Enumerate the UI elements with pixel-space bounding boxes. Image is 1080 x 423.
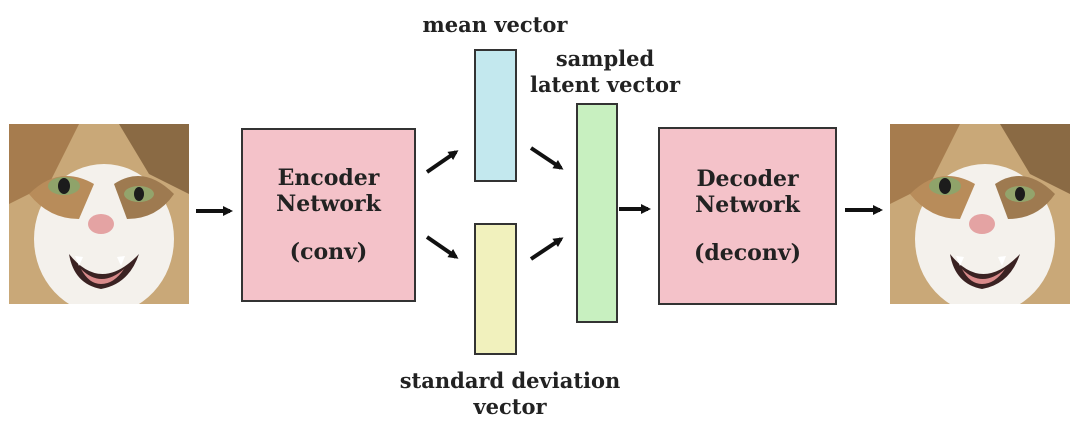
decoder-subtitle: (deconv) (693, 240, 802, 266)
cat-face-icon (9, 124, 189, 304)
latent-vector-box (576, 103, 618, 323)
latent-vector-label-line1: sampled (555, 46, 655, 71)
latent-vector-label-line2: latent vector (529, 72, 681, 97)
mean-vector-box (474, 49, 517, 182)
arrow-mean-to-latent (529, 146, 564, 170)
stddev-vector-label-line2: vector (473, 394, 547, 419)
cat-face-icon (890, 124, 1070, 304)
mean-vector-label: mean vector (422, 12, 568, 37)
encoder-title-line2: Network (276, 191, 381, 217)
arrow-encoder-to-mean (425, 150, 459, 174)
arrow-encoder-to-stddev (425, 235, 459, 259)
decoder-title-line2: Network (695, 192, 800, 218)
output-cat-image (890, 124, 1070, 304)
decoder-title-line1: Decoder (696, 166, 799, 192)
input-cat-image (9, 124, 189, 304)
stddev-vector-box (474, 223, 517, 355)
encoder-subtitle: (conv) (289, 239, 368, 265)
decoder-network-box: Decoder Network (deconv) (658, 127, 837, 305)
encoder-title-line1: Encoder (277, 165, 380, 191)
encoder-network-box: Encoder Network (conv) (241, 128, 416, 302)
arrow-stddev-to-latent (529, 237, 564, 261)
stddev-vector-label-line1: standard deviation (399, 368, 621, 393)
